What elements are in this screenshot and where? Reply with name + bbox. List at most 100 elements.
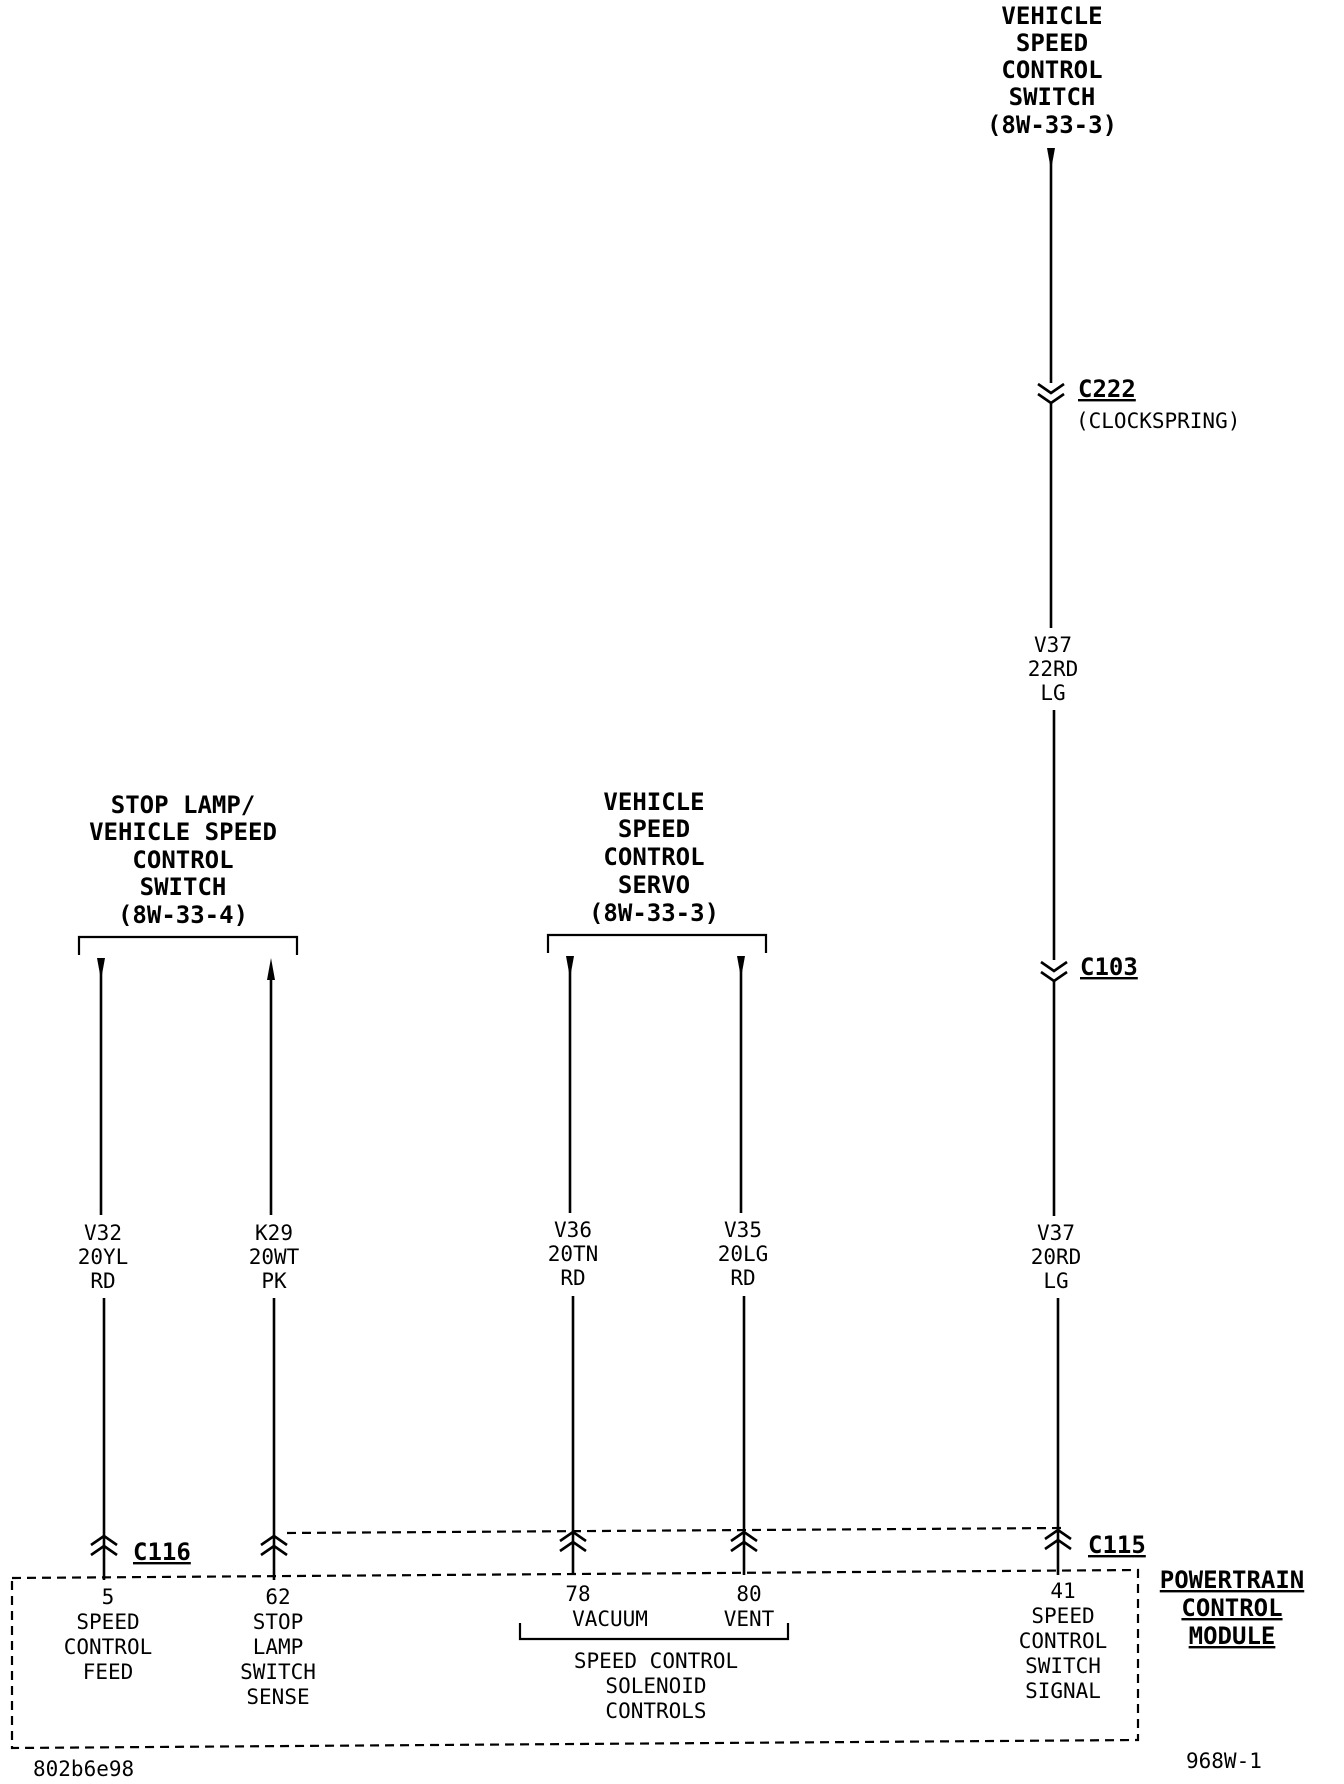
solenoid-group-label: SPEED CONTROL SOLENOID CONTROLS xyxy=(574,1649,738,1723)
stop-lamp-line-4: SWITCH xyxy=(140,873,227,901)
wire-code: V37 xyxy=(1037,1221,1075,1245)
pin-78-label: 78 VACUUM xyxy=(565,1582,648,1631)
wire-tracer: PK xyxy=(261,1269,287,1293)
connector-chevron-icon xyxy=(730,1540,758,1553)
connector-c115-outline xyxy=(286,1526,1063,1535)
wire-code: V36 xyxy=(554,1218,592,1242)
footer-right-code: 968W-1 xyxy=(1186,1749,1262,1773)
wire-code: V37 xyxy=(1034,633,1072,657)
connector-chevron-icon xyxy=(1044,1528,1072,1541)
wire-v32-label: V32 20YL RD xyxy=(78,1221,129,1293)
speed-control-switch-line-1: VEHICLE xyxy=(1001,2,1102,30)
pin-desc: CONTROL xyxy=(1019,1629,1108,1653)
wire-k29-label: K29 20WT PK xyxy=(249,1221,300,1293)
wire-tracer: RD xyxy=(730,1266,755,1290)
pin-number: 80 xyxy=(736,1582,761,1606)
arrow-up-icon xyxy=(267,958,275,980)
wire-gauge-color: 20YL xyxy=(78,1245,129,1269)
pin-desc: SENSE xyxy=(246,1685,309,1709)
wire-v37-upper-label: V37 22RD LG xyxy=(1028,633,1079,705)
pin-desc: SWITCH xyxy=(1025,1654,1101,1678)
connector-c222-label: C222 xyxy=(1078,375,1136,403)
wire-k29 xyxy=(260,958,288,1580)
connector-chevron-icon xyxy=(1037,382,1065,395)
connector-c103-label: C103 xyxy=(1080,953,1138,981)
pcm-line-2: CONTROL xyxy=(1181,1594,1282,1622)
connector-c116-label: C116 xyxy=(133,1538,191,1566)
wire-v35-label: V35 20LG RD xyxy=(718,1218,769,1290)
pin-desc: VENT xyxy=(724,1607,775,1631)
stop-lamp-line-2: VEHICLE SPEED xyxy=(89,818,277,846)
pin-62-label: 62 STOP LAMP SWITCH SENSE xyxy=(240,1585,316,1709)
wire-v37-lower-label: V37 20RD LG xyxy=(1031,1221,1082,1293)
pin-number: 41 xyxy=(1050,1579,1075,1603)
servo-line-2: SPEED xyxy=(618,815,690,843)
connector-chevron-icon xyxy=(260,1534,288,1547)
pin-desc: CONTROL xyxy=(64,1635,153,1659)
wire-tracer: RD xyxy=(560,1266,585,1290)
footer-left-code: 802b6e98 xyxy=(33,1757,134,1781)
connector-chevron-icon xyxy=(559,1540,587,1553)
stop-lamp-line-3: CONTROL xyxy=(132,846,233,874)
wire-v36-label: V36 20TN RD xyxy=(548,1218,599,1290)
servo-line-1: VEHICLE xyxy=(603,788,704,816)
stop-lamp-line-1: STOP LAMP/ xyxy=(111,791,256,819)
pcm-label: POWERTRAIN CONTROL MODULE xyxy=(1160,1566,1305,1650)
pin-desc: SPEED xyxy=(76,1610,139,1634)
connector-chevron-icon xyxy=(90,1544,118,1557)
component-bracket xyxy=(546,933,768,953)
pin-desc: SIGNAL xyxy=(1025,1679,1101,1703)
speed-control-switch-line-3: CONTROL xyxy=(1001,56,1102,84)
pin-number: 62 xyxy=(265,1585,290,1609)
group-desc: SPEED CONTROL xyxy=(574,1649,738,1673)
wire-code: K29 xyxy=(255,1221,293,1245)
connector-chevron-icon xyxy=(260,1544,288,1557)
wire-gauge-color: 20LG xyxy=(718,1242,769,1266)
pin-desc: SWITCH xyxy=(240,1660,316,1684)
pin-41-label: 41 SPEED CONTROL SWITCH SIGNAL xyxy=(1019,1579,1108,1703)
wire-v37 xyxy=(1037,148,1072,1575)
connector-c115-label: C115 xyxy=(1088,1531,1146,1559)
pin-80-label: 80 VENT xyxy=(724,1582,775,1631)
pcm-line-3: MODULE xyxy=(1189,1622,1276,1650)
wire-v35 xyxy=(730,956,758,1575)
wire-gauge-color: 20RD xyxy=(1031,1245,1082,1269)
arrow-down-icon xyxy=(737,956,745,978)
pin-desc: VACUUM xyxy=(572,1607,648,1631)
connector-c222-note: (CLOCKSPRING) xyxy=(1076,409,1240,433)
servo-line-3: CONTROL xyxy=(603,843,704,871)
servo-line-5: (8W-33-3) xyxy=(589,899,719,927)
pin-desc: LAMP xyxy=(253,1635,304,1659)
stop-lamp-line-5: (8W-33-4) xyxy=(118,901,248,929)
wire-code: V35 xyxy=(724,1218,762,1242)
arrow-down-icon xyxy=(566,956,574,978)
wire-gauge-color: 22RD xyxy=(1028,657,1079,681)
pin-desc: STOP xyxy=(253,1610,304,1634)
solenoid-group-bracket xyxy=(518,1623,790,1641)
connector-chevron-icon xyxy=(730,1530,758,1543)
servo-line-4: SERVO xyxy=(618,871,690,899)
wire-code: V32 xyxy=(84,1221,122,1245)
wire-tracer: RD xyxy=(90,1269,115,1293)
pcm-line-1: POWERTRAIN xyxy=(1160,1566,1305,1594)
group-desc: CONTROLS xyxy=(605,1699,706,1723)
arrow-down-icon xyxy=(1047,148,1055,170)
wire-tracer: LG xyxy=(1040,681,1065,705)
arrow-down-icon xyxy=(97,958,105,980)
connector-chevron-icon xyxy=(1037,392,1065,405)
speed-control-switch-line-4: SWITCH xyxy=(1009,83,1096,111)
pin-number: 5 xyxy=(102,1585,115,1609)
connector-chevron-icon xyxy=(90,1534,118,1547)
servo-label: VEHICLE SPEED CONTROL SERVO (8W-33-3) xyxy=(589,788,719,927)
component-bracket xyxy=(77,935,299,955)
speed-control-switch-line-5: (8W-33-3) xyxy=(987,111,1117,139)
speed-control-switch-label: VEHICLE SPEED CONTROL SWITCH (8W-33-3) xyxy=(987,2,1117,139)
wire-gauge-color: 20WT xyxy=(249,1245,300,1269)
wire-v32 xyxy=(90,958,118,1580)
connector-chevron-icon xyxy=(1040,960,1068,973)
connector-chevron-icon xyxy=(1040,970,1068,983)
connector-chevron-icon xyxy=(1044,1538,1072,1551)
pcm-box xyxy=(10,1568,1140,1750)
pin-5-label: 5 SPEED CONTROL FEED xyxy=(64,1585,153,1684)
